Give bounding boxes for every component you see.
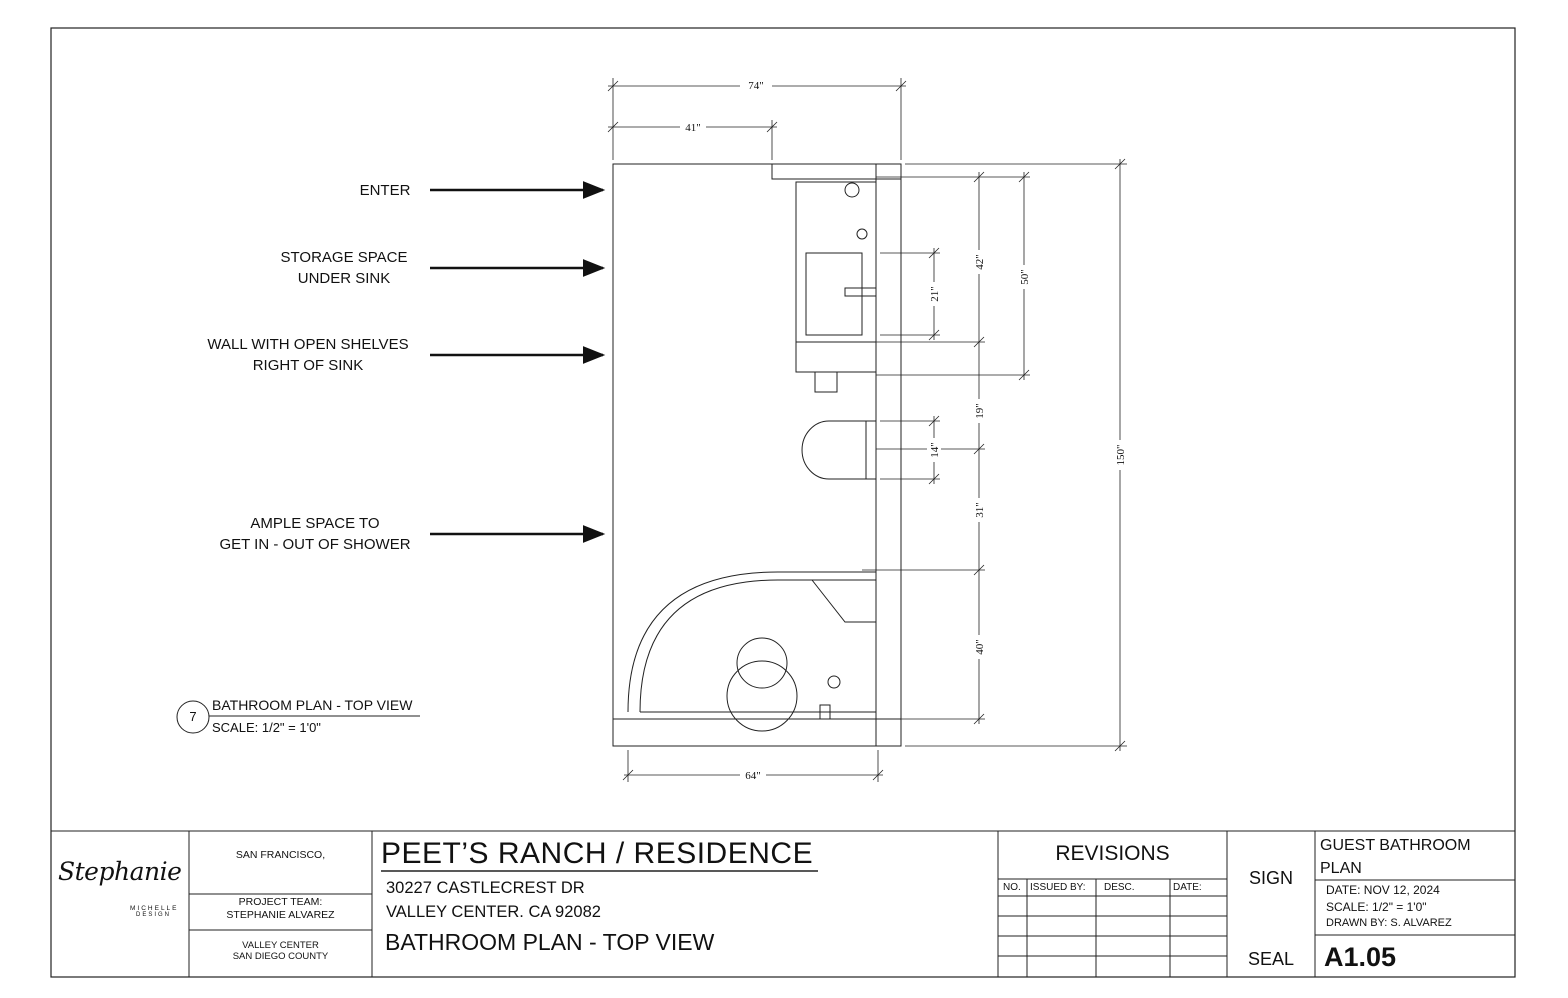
drawing-name-line1: GUEST BATHROOM: [1320, 837, 1471, 854]
annotation-arrows: [430, 181, 606, 543]
dim-150: 150": [1115, 445, 1127, 466]
dim-31: 31": [974, 502, 986, 518]
rev-col-desc: DESC.: [1104, 882, 1135, 893]
annotation-ample-line1: AMPLE SPACE TO: [250, 515, 380, 532]
scale-text: SCALE: 1/2" = 1'0": [1326, 900, 1427, 914]
rev-col-date: DATE:: [1173, 882, 1202, 893]
dim-50: 50": [1019, 269, 1031, 285]
team-label: PROJECT TEAM:: [238, 896, 323, 908]
dim-42: 42": [974, 254, 986, 270]
annotation-enter-text: ENTER: [359, 182, 411, 199]
logo-sub2: DESIGN: [136, 912, 172, 918]
dim-40: 40": [974, 639, 986, 655]
sheet-border: [50, 27, 1516, 978]
floor-plan: [612, 163, 902, 747]
shower: [627, 571, 876, 732]
location-line2: SAN DIEGO COUNTY: [232, 951, 329, 962]
dim-64: 64": [745, 770, 761, 782]
rev-col-issued-by: ISSUED BY:: [1030, 882, 1086, 893]
dim-19: 19": [974, 403, 986, 419]
address-line1: 30227 CASTLECREST DR: [386, 879, 585, 897]
dimension-lines: [607, 78, 1127, 782]
annotation-enter: ENTER: [330, 180, 440, 201]
project-name: PEET’S RANCH / RESIDENCE: [381, 837, 814, 870]
seal-label: SEAL: [1247, 949, 1295, 969]
dim-14: 14": [929, 442, 941, 458]
annotation-wall-line2: RIGHT OF SINK: [252, 357, 364, 374]
logo-sub1: MICHELLE: [130, 905, 179, 912]
annotation-storage-line2: UNDER SINK: [297, 270, 391, 287]
rev-col-no: NO.: [1003, 882, 1021, 893]
logo-script: Stephanie: [58, 857, 182, 886]
drawing-tag-title: BATHROOM PLAN - TOP VIEW: [212, 697, 413, 713]
revisions-title: REVISIONS: [1055, 842, 1170, 865]
annotation-ample-line2: GET IN - OUT OF SHOWER: [219, 536, 411, 553]
city: SAN FRANCISCO,: [235, 849, 326, 861]
dim-74: 74": [748, 80, 764, 92]
entry-wall: [771, 163, 877, 180]
logo: Stephanie MICHELLE DESIGN: [58, 857, 186, 918]
bottom-wall: [612, 718, 902, 747]
drawing-tag-scale: SCALE: 1/2" = 1'0": [212, 720, 321, 735]
team-name: STEPHANIE ALVAREZ: [226, 909, 335, 921]
dim-41: 41": [685, 122, 701, 134]
drawing-tag-number: 7: [189, 709, 197, 724]
date-text: DATE: NOV 12, 2024: [1326, 883, 1440, 897]
sheet-title: BATHROOM PLAN - TOP VIEW: [385, 929, 715, 955]
title-block-grid: [51, 830, 1515, 977]
annotation-wall: WALL WITH OPEN SHELVES RIGHT OF SINK: [194, 334, 422, 376]
annotation-storage: STORAGE SPACE UNDER SINK: [262, 247, 426, 289]
drawn-by-text: DRAWN BY: S. ALVAREZ: [1326, 917, 1452, 929]
annotation-storage-line1: STORAGE SPACE: [280, 249, 408, 266]
dim-21: 21": [929, 286, 941, 302]
toilet: [801, 420, 877, 480]
room-outline: [612, 163, 902, 747]
annotation-wall-line1: WALL WITH OPEN SHELVES: [207, 336, 409, 353]
sign-label: SIGN: [1248, 868, 1293, 888]
vanity: [795, 181, 877, 393]
sheet-number: A1.05: [1324, 942, 1397, 972]
drawing-tag-circle: [176, 700, 210, 734]
address-line2: VALLEY CENTER. CA 92082: [386, 903, 601, 921]
drawing-name-line2: PLAN: [1320, 860, 1362, 877]
right-wall: [875, 178, 902, 747]
location-line1: VALLEY CENTER: [242, 940, 319, 951]
annotation-ample: AMPLE SPACE TO GET IN - OUT OF SHOWER: [206, 513, 424, 555]
